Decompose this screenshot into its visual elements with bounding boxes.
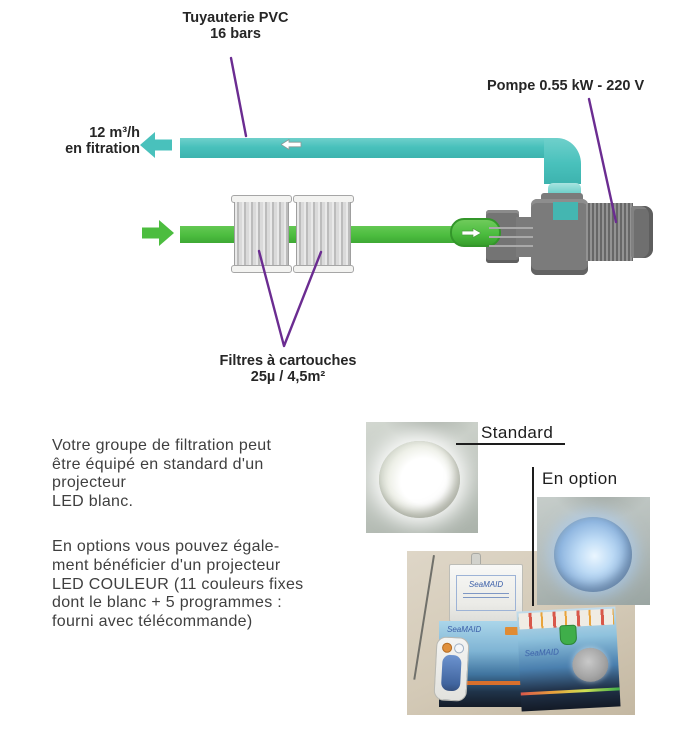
- receiver-label: SeaMAID: [456, 575, 516, 611]
- teal-pipe: [180, 138, 554, 158]
- union-thread-line: [489, 227, 533, 229]
- cartridge-filter-1: [231, 195, 292, 273]
- label-line: [463, 597, 509, 598]
- remote-receiver-box: SeaMAID: [449, 564, 523, 622]
- pipe-leader-line: [229, 56, 248, 138]
- flow-out-arrow-icon: [140, 132, 172, 158]
- label-line: [463, 593, 509, 594]
- filter-body: [234, 202, 289, 266]
- white-led-projector: [379, 441, 460, 518]
- brand-logo: SeaMAID: [468, 580, 504, 589]
- orange-stripe: [439, 681, 523, 685]
- option-caption: En option: [542, 469, 618, 488]
- cartridge-filter-2: [293, 195, 354, 273]
- pump-label: Pompe 0.55 kW - 220 V: [487, 78, 645, 94]
- antenna-wire: [413, 555, 435, 680]
- photo-led-option: [537, 497, 650, 605]
- pump-motor-ribs: [586, 203, 633, 261]
- flow-rate-label: 12 m³/h en fitration: [65, 125, 140, 157]
- photo-led-standard: [366, 422, 478, 533]
- option-caption-line: [532, 467, 534, 606]
- lamp-photo: [571, 646, 610, 683]
- paragraph-standard: Votre groupe de filtration peut être équ…: [52, 437, 272, 510]
- remote-control: [433, 636, 470, 702]
- wall-niche-shadow: [381, 422, 478, 446]
- flow-direction-left-icon: [281, 139, 302, 150]
- standard-caption-underline: [456, 443, 565, 445]
- flow-direction-right-icon: [462, 228, 481, 238]
- standard-caption: Standard: [481, 423, 554, 442]
- blue-led-projector: [554, 517, 632, 592]
- product-box-right: SeaMAID: [516, 606, 621, 712]
- union-thread-line: [489, 236, 533, 238]
- paragraph-option: En options vous pouvez égale- ment bénéf…: [52, 538, 304, 630]
- brand-logo: SeaMAID: [447, 625, 482, 634]
- filter-body: [296, 202, 351, 266]
- wall-niche-shadow: [552, 497, 650, 520]
- remote-button-white: [453, 643, 465, 654]
- description-text: Votre groupe de filtration peut être équ…: [52, 437, 372, 631]
- teal-pipe-stub: [553, 202, 578, 220]
- filter-bottom-cap: [293, 265, 354, 273]
- remote-keypad: [440, 654, 462, 692]
- pvc-pipe-label: Tuyauterie PVC 16 bars: [182, 10, 289, 42]
- green-badge: [559, 624, 578, 646]
- rainbow-stripe: [520, 687, 620, 696]
- teal-pipe-elbow: [544, 138, 581, 184]
- flow-in-arrow-icon: [142, 220, 174, 246]
- remote-button-orange: [441, 642, 453, 653]
- orange-tag: [505, 627, 519, 635]
- union-thread-line: [489, 245, 533, 247]
- pump-motor-end-cap: [631, 206, 653, 258]
- filters-label: Filtres à cartouches 25µ / 4,5m²: [219, 353, 357, 385]
- filter-bottom-cap: [231, 265, 292, 273]
